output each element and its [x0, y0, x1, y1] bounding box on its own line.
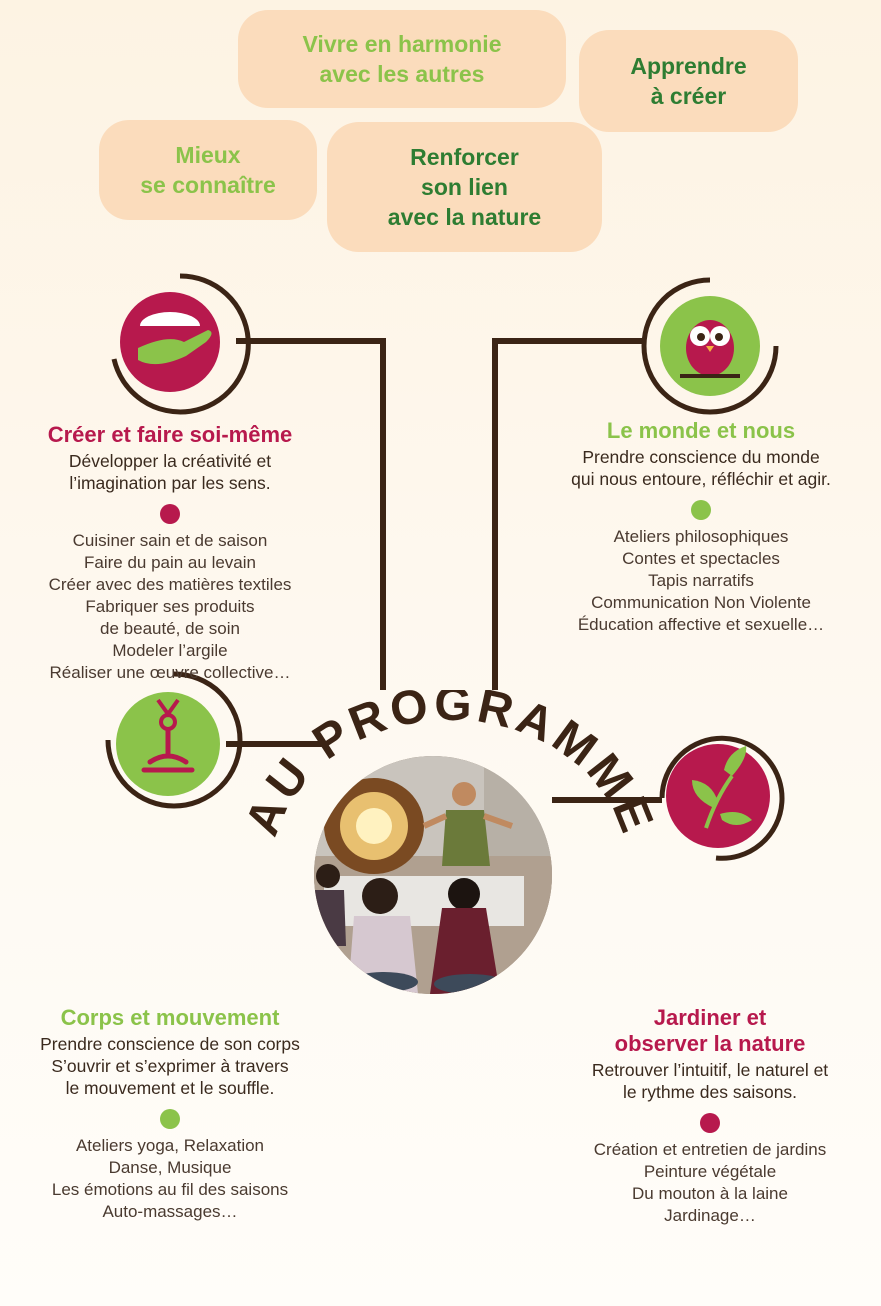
list-item: Peinture végétale	[643, 1162, 777, 1181]
section-description: Retrouver l’intuitif, le naturel et le r…	[591, 1060, 829, 1102]
list-item: Auto-massages…	[102, 1202, 238, 1221]
section-title: Corps et mouvement	[60, 1005, 280, 1030]
workshop-photo	[314, 756, 552, 994]
list-item: Réaliser une œuvre collective…	[49, 663, 291, 682]
list-item: Jardinage…	[664, 1206, 756, 1225]
list-item: de beauté, de soin	[100, 619, 240, 638]
list-item: Modeler l’argile	[112, 641, 228, 660]
section-title: Créer et faire soi-même	[47, 422, 293, 447]
hand-icon	[111, 273, 251, 415]
activity-list: Ateliers philosophiques Contes et specta…	[526, 526, 876, 636]
goal-bubble-harmonie: Vivre en harmonie avec les autres	[238, 10, 566, 108]
list-item: Éducation affective et sexuelle…	[577, 615, 825, 634]
bullet-dot	[160, 504, 180, 524]
list-item: Communication Non Violente	[591, 593, 811, 612]
list-item: Ateliers philosophiques	[613, 527, 789, 546]
icon-corps	[94, 660, 254, 820]
icon-creer	[100, 264, 260, 424]
connector-line	[380, 338, 386, 690]
leaf-icon	[659, 735, 785, 861]
list-item: Créer avec des matières textiles	[48, 575, 292, 594]
list-item: Contes et spectacles	[622, 549, 780, 568]
list-item: Fabriquer ses produits	[85, 597, 255, 616]
activity-list: Création et entretien de jardins Peintur…	[545, 1139, 875, 1227]
icon-jardiner	[636, 718, 796, 878]
list-item: Création et entretien de jardins	[593, 1140, 827, 1159]
section-jardiner: Jardiner et observer la nature Retrouver…	[545, 1005, 875, 1227]
goal-bubble-apprendre: Apprendre à créer	[579, 30, 798, 132]
list-item: Faire du pain au levain	[83, 553, 256, 572]
activity-list: Ateliers yoga, Relaxation Danse, Musique…	[0, 1135, 340, 1223]
connector-line	[552, 797, 662, 803]
yoga-icon	[105, 671, 243, 809]
section-creer: Créer et faire soi-même Développer la cr…	[0, 422, 340, 684]
owl-icon	[641, 277, 779, 415]
section-corps: Corps et mouvement Prendre conscience de…	[0, 1005, 340, 1223]
icon-monde	[630, 266, 790, 426]
list-item: Danse, Musique	[108, 1158, 232, 1177]
section-title: Jardiner et observer la nature	[614, 1005, 806, 1056]
list-item: Cuisiner sain et de saison	[72, 531, 268, 550]
goal-bubble-connaitre: Mieux se connaître	[99, 120, 317, 220]
bullet-dot	[700, 1113, 720, 1133]
section-title: Le monde et nous	[606, 418, 796, 443]
connector-line	[492, 338, 644, 344]
list-item: Les émotions au fil des saisons	[51, 1180, 289, 1199]
bullet-dot	[160, 1109, 180, 1129]
connector-line	[492, 338, 498, 690]
list-item: Du mouton à la laine	[632, 1184, 788, 1203]
section-description: Prendre conscience de son corps S’ouvrir…	[40, 1034, 300, 1098]
activity-list: Cuisiner sain et de saison Faire du pain…	[0, 530, 340, 684]
goal-bubble-nature: Renforcer son lien avec la nature	[327, 122, 602, 252]
connector-line	[226, 741, 324, 747]
section-monde: Le monde et nous Prendre conscience du m…	[526, 418, 876, 636]
connector-line	[236, 338, 386, 344]
section-description: Prendre conscience du monde qui nous ent…	[571, 447, 831, 489]
section-description: Développer la créativité et l’imaginatio…	[68, 451, 272, 493]
bullet-dot	[691, 500, 711, 520]
list-item: Ateliers yoga, Relaxation	[75, 1136, 265, 1155]
list-item: Tapis narratifs	[648, 571, 754, 590]
